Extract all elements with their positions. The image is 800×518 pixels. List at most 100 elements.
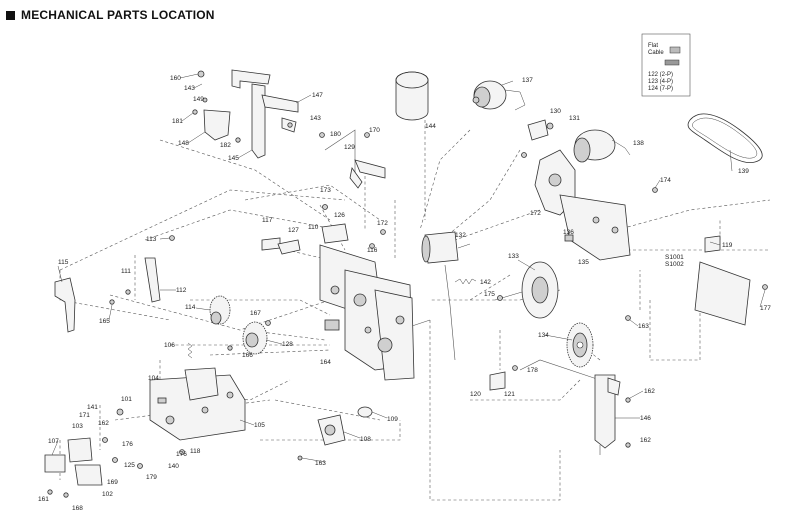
- part-label-144: 144: [425, 123, 436, 130]
- part-label-116: 116: [367, 247, 378, 254]
- part-label-143-right: 143: [310, 115, 321, 122]
- part-label-167: 167: [250, 310, 261, 317]
- main-mechanism: [319, 244, 415, 381]
- part-label-125: 125: [124, 462, 135, 469]
- part-label-141: 141: [87, 404, 98, 411]
- part-label-171: 171: [79, 412, 90, 419]
- part-label-182: 182: [220, 142, 231, 149]
- part-label-162-right-top: 162: [644, 388, 655, 395]
- motor-132: [421, 231, 471, 264]
- top-bracket-assembly: [192, 69, 325, 159]
- part-label-180: 180: [330, 131, 341, 138]
- part-label-137: 137: [522, 77, 533, 84]
- spring-142: [454, 278, 477, 285]
- part-label-104: 104: [148, 375, 159, 382]
- part-label-172-center: 172: [377, 220, 388, 227]
- part-label-114: 114: [185, 304, 196, 311]
- part-label-128: 128: [282, 341, 293, 348]
- legend-line2: Cable: [648, 50, 664, 56]
- belt-139: [687, 113, 763, 164]
- part-label-170: 170: [369, 127, 380, 134]
- part-label-135: 135: [578, 259, 589, 266]
- legend-item-2: 123 (4-P): [648, 79, 673, 85]
- part-label-165: 165: [99, 318, 110, 325]
- part-labels: 160 143 149 181 148 182 145 147 143 180 …: [38, 75, 771, 512]
- part-label-110: 110: [308, 224, 319, 231]
- part-label-119: 119: [722, 242, 733, 249]
- lower-chassis-104: [149, 367, 246, 441]
- part-label-106: 106: [164, 342, 175, 349]
- page-title: MECHANICAL PARTS LOCATION: [21, 8, 215, 22]
- label-leader-lines: [51, 73, 766, 463]
- part-label-117: 117: [262, 217, 273, 224]
- part-label-105: 105: [254, 422, 265, 429]
- legend-line1: Flat: [648, 43, 658, 49]
- part-label-103: 103: [72, 423, 83, 430]
- part-label-132: 132: [455, 232, 466, 239]
- bracket-129: [349, 132, 386, 189]
- pcb-119: [625, 187, 768, 326]
- pinch-roller-108: [297, 406, 373, 461]
- gear-134: [566, 322, 594, 368]
- part-label-163-bottom: 163: [315, 460, 326, 467]
- chassis-135: [534, 149, 631, 261]
- bracket-146: [594, 374, 631, 449]
- part-label-163-right: 163: [638, 323, 649, 330]
- part-label-108: 108: [360, 436, 371, 443]
- part-label-139: 139: [738, 168, 749, 175]
- part-label-160: 160: [170, 75, 181, 82]
- part-label-S1002: S1002: [665, 261, 684, 268]
- legend-item-3: 124 (7-P): [648, 86, 673, 92]
- part-label-179: 179: [146, 474, 157, 481]
- drum-144: [395, 71, 429, 121]
- part-label-107: 107: [48, 438, 59, 445]
- part-label-111: 111: [121, 268, 131, 275]
- part-label-130: 130: [550, 108, 561, 115]
- part-label-140: 140: [168, 463, 179, 470]
- flat-cable-legend: Flat Cable 122 (2-P) 123 (4-P) 124 (7-P): [641, 33, 691, 97]
- part-label-112: 112: [176, 287, 187, 294]
- part-label-142: 142: [480, 279, 491, 286]
- flywheel-133: [494, 261, 559, 319]
- part-label-178: 178: [527, 367, 538, 374]
- part-label-148: 148: [178, 140, 189, 147]
- part-label-109: 109: [387, 416, 398, 423]
- part-label-136: 136: [563, 229, 574, 236]
- part-label-166: 166: [242, 352, 253, 359]
- part-label-145: 145: [228, 155, 239, 162]
- part-label-131: 131: [569, 115, 580, 122]
- pulley-130: [521, 119, 554, 158]
- part-label-S1001: S1001: [665, 254, 684, 261]
- head-assembly: [44, 408, 185, 498]
- part-label-168: 168: [72, 505, 83, 512]
- part-label-134: 134: [538, 332, 549, 339]
- part-label-172-right: 172: [530, 210, 541, 217]
- part-label-173: 173: [320, 187, 331, 194]
- part-label-115: 115: [58, 259, 69, 266]
- part-label-127: 127: [288, 227, 299, 234]
- part-label-138: 138: [633, 140, 644, 147]
- upper-small-parts: [261, 204, 386, 255]
- motor-137: [472, 80, 526, 111]
- part-label-118: 118: [190, 448, 201, 455]
- part-label-101: 101: [121, 396, 132, 403]
- page-header: MECHANICAL PARTS LOCATION: [6, 8, 215, 22]
- part-label-176-left: 176: [122, 441, 133, 448]
- bracket-120: [489, 365, 518, 391]
- part-label-102: 102: [102, 491, 113, 498]
- motor-138: [573, 129, 631, 163]
- gears-114-128: [209, 295, 271, 355]
- part-label-162-right-bottom: 162: [640, 437, 651, 444]
- title-square-icon: [6, 10, 15, 20]
- part-label-174: 174: [660, 177, 671, 184]
- part-label-162-left: 162: [98, 420, 109, 427]
- part-label-175: 175: [484, 291, 495, 298]
- part-label-181: 181: [172, 118, 183, 125]
- part-label-126: 126: [334, 212, 345, 219]
- part-label-169: 169: [107, 479, 118, 486]
- left-arm-assembly: [54, 235, 175, 333]
- part-label-133: 133: [508, 253, 519, 260]
- part-label-113: 113: [146, 236, 157, 243]
